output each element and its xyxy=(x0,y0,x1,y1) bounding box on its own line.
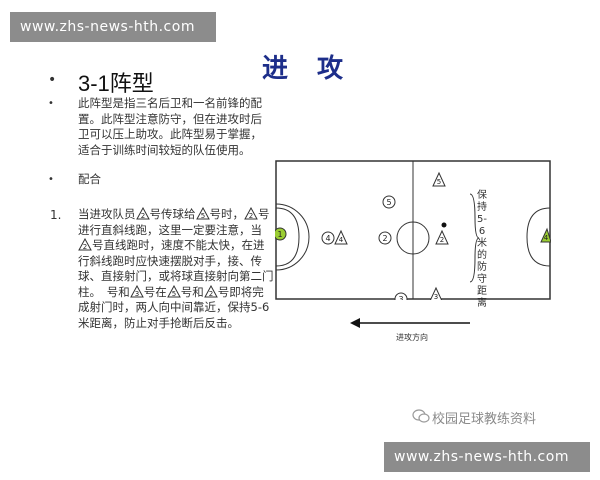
defense-distance-label: 保持5-6米的防守距离 xyxy=(477,190,487,309)
player-triangle-number: 3 xyxy=(434,293,438,300)
pitch-diagram: 1 4 2 5 3 4 2 5 3 4 xyxy=(275,160,551,300)
player-triangle xyxy=(432,171,446,187)
item-text-part: 号时， xyxy=(209,207,245,221)
bullet-dot: • xyxy=(48,98,54,109)
attack-direction-label: 进攻方向 xyxy=(396,333,428,342)
player-triangle-icon: 3 xyxy=(129,284,144,298)
left-penalty-area xyxy=(275,207,300,267)
watermark-bottom: www.zhs-news-hth.com xyxy=(384,442,590,472)
player-circle-number: 3 xyxy=(398,295,403,300)
bullet-combination: 配合 xyxy=(78,172,101,186)
player-circle xyxy=(378,231,392,245)
player-triangle-number: 4 xyxy=(544,234,549,242)
player-circle xyxy=(382,195,396,209)
player-triangle-icon: 2 xyxy=(135,206,150,220)
item-text-part: 号进行直斜线跑，这里一定要注意，当 xyxy=(78,207,270,237)
slide-title: 进 攻 xyxy=(262,54,354,84)
bullet-dot: • xyxy=(48,174,54,185)
triangle-number: 5 xyxy=(200,212,204,220)
triangle-number: 3 xyxy=(135,290,139,298)
triangle-number: 2 xyxy=(140,212,144,220)
item-text-part: 号即将完成射门时，两人向中间靠近，保持5-6米距离，防止对手抢断后反击。 xyxy=(78,284,270,330)
attack-direction-arrow xyxy=(350,318,470,328)
player-triangle-icon: 2 xyxy=(203,284,218,298)
wechat-icon xyxy=(412,409,430,423)
footer-brand: 校园足球教练资料 xyxy=(432,412,537,427)
triangle-number: 2 xyxy=(209,290,213,298)
item-text-part: 当进攻队员 xyxy=(78,207,136,221)
bullet-dot: • xyxy=(48,72,57,88)
player-circle-number: 2 xyxy=(382,234,387,243)
triangle-number: 2 xyxy=(249,212,253,220)
item-text-part: 号直线跑时，速度不能太快，在进行斜线跑时应快速摆脱对手，接、传球、直接射门，或将… xyxy=(78,238,274,299)
item-text-part: 号在 xyxy=(143,284,167,299)
player-triangle-icon: 5 xyxy=(166,284,181,298)
player-circle xyxy=(394,292,408,300)
player-circle xyxy=(275,227,287,241)
watermark-top: www.zhs-news-hth.com xyxy=(10,12,216,42)
player-circle-number: 5 xyxy=(386,198,391,207)
player-triangle xyxy=(435,229,449,245)
ball xyxy=(441,222,447,228)
player-triangle xyxy=(429,286,443,300)
player-triangle-icon: 5 xyxy=(195,206,210,220)
left-penalty-arc xyxy=(275,203,310,271)
player-circle-number: 4 xyxy=(325,234,330,243)
section-heading: 3-1阵型 xyxy=(78,71,154,96)
triangle-number: 5 xyxy=(172,290,176,298)
player-triangle-icon: 2 xyxy=(78,237,92,251)
item-text-part: 号传球给 xyxy=(149,207,196,221)
formation-description: 此阵型是指三名后卫和一名前锋的配置。此阵型注意防守，但在进攻时后卫可以压上助攻。… xyxy=(78,96,262,157)
triangle-number: 2 xyxy=(83,243,87,251)
item-number: 1. xyxy=(50,208,62,222)
player-circle-number: 1 xyxy=(277,230,282,239)
player-triangle xyxy=(540,227,551,243)
item-text-part: 号和 xyxy=(180,284,204,299)
right-penalty-area xyxy=(526,207,551,267)
player-triangle-number: 4 xyxy=(339,236,344,244)
player-triangle xyxy=(334,229,348,245)
player-triangle-icon: 2 xyxy=(244,206,258,220)
distance-brace xyxy=(469,193,480,283)
player-triangle-number: 5 xyxy=(437,178,441,186)
center-circle xyxy=(396,221,430,255)
player-triangle-number: 2 xyxy=(440,236,444,244)
player-circle xyxy=(321,231,335,245)
